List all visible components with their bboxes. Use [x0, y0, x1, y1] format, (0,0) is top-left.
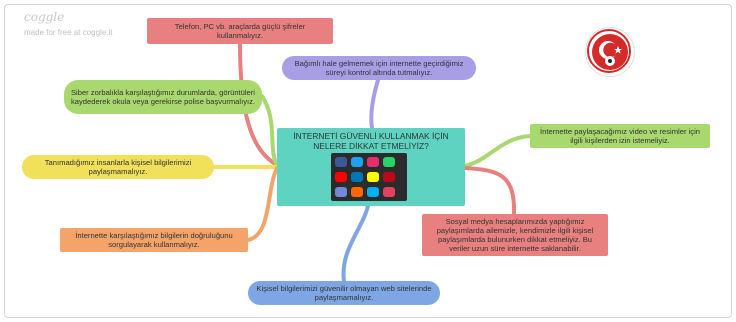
- node-strangers[interactable]: Tanımadığımız insanlarla kişisel bilgile…: [22, 155, 214, 179]
- central-topic-title: İNTERNETİ GÜVENLİ KULLANMAK İÇİN NELERE …: [293, 131, 449, 151]
- brand-tagline[interactable]: made for free at coggle.it: [24, 28, 113, 37]
- branch-line: [246, 166, 279, 242]
- node-untrusted-websites[interactable]: Kişisel bilgilerimizi güvenilir olmayan …: [248, 281, 440, 305]
- node-strong-passwords[interactable]: Telefon, PC vb. araçlarda güçlü şifreler…: [147, 18, 333, 44]
- branch-line: [260, 94, 279, 167]
- emblem-ring: [587, 29, 631, 73]
- node-media-permission[interactable]: İnternette paylaşacağımız video ve resim…: [530, 124, 710, 148]
- branch-line: [463, 166, 517, 216]
- emblem-crescent-star-icon: [592, 34, 628, 70]
- social-apps-image: [331, 153, 407, 201]
- branch-line: [369, 78, 380, 130]
- branch-line: [341, 204, 370, 283]
- node-screen-time[interactable]: Bağımlı hale gelmemek için internette ge…: [282, 56, 476, 80]
- node-social-media-sharing[interactable]: Sosyal medya hesaplarımızda yaptığımız p…: [422, 214, 608, 256]
- school-emblem-logo: [585, 27, 635, 77]
- node-cyberbullying[interactable]: Siber zorbalıkla karşılaştığımız durumla…: [64, 80, 262, 114]
- central-topic[interactable]: İNTERNETİ GÜVENLİ KULLANMAK İÇİN NELERE …: [277, 128, 465, 206]
- branch-line: [463, 134, 532, 168]
- brand-logo[interactable]: coggle: [24, 10, 65, 24]
- branch-line: [238, 42, 279, 167]
- node-verify-information[interactable]: İnternette karşılaştığımız bilgilerin do…: [60, 228, 248, 252]
